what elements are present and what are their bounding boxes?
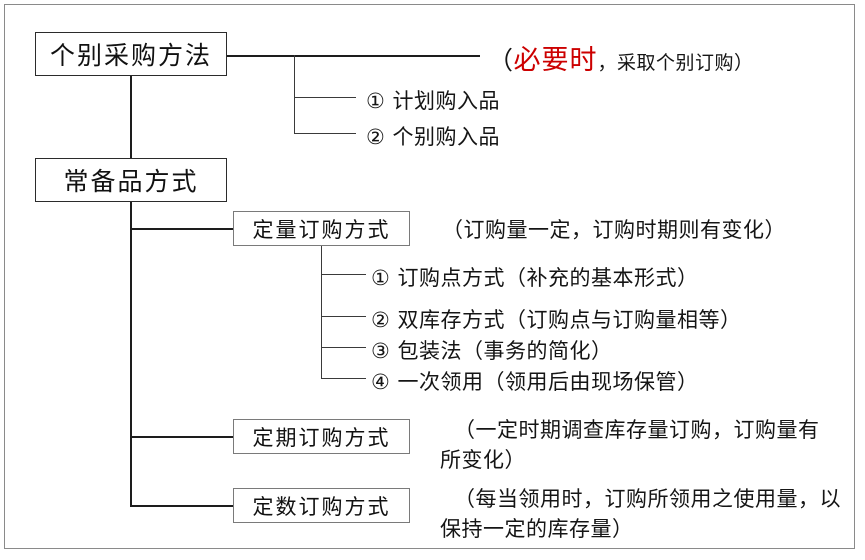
note-red-emphasis: 必要时 — [513, 45, 598, 76]
node-stock-item-method[interactable]: 常备品方式 — [35, 158, 227, 202]
node-fixed-number-ordering[interactable]: 定数订购方式 — [233, 488, 410, 523]
connector-root-trunk-upper — [130, 76, 132, 158]
connector-individual-item-1 — [294, 97, 356, 99]
connector-individual-items-trunk — [294, 55, 296, 134]
note-remainder: ，采取个别订购） — [597, 52, 754, 74]
node-fixed-period-ordering[interactable]: 定期订购方式 — [233, 419, 410, 454]
node-individual-purchase[interactable]: 个别采购方法 — [35, 32, 227, 76]
connector-fixed-quantity-item-1 — [321, 274, 366, 276]
note-fixed-quantity: （订购量一定，订购时期则有变化） — [442, 218, 786, 242]
connector-individual-to-note — [227, 55, 480, 57]
list-item-fixed-quantity-4: ④ 一次领用（领用后由现场保管） — [371, 370, 699, 394]
connector-individual-item-2 — [294, 133, 356, 135]
note-open-paren: （ — [488, 46, 514, 75]
connector-fixed-quantity-item-4 — [321, 378, 366, 380]
list-item-fixed-quantity-3: ③ 包装法（事务的简化） — [371, 339, 613, 363]
connector-root-trunk-lower — [130, 202, 132, 506]
note-fixed-number: （每当领用时，订购所领用之使用量，以保持一定的库存量） — [440, 487, 841, 541]
connector-fixed-quantity-item-2 — [321, 316, 366, 318]
list-item-fixed-quantity-2: ② 双库存方式（订购点与订购量相等） — [371, 308, 742, 332]
note-individual-purchase: （必要时，采取个别订购） — [488, 38, 754, 77]
connector-to-fixed-period — [130, 436, 234, 438]
note-fixed-period: （一定时期调查库存量订购，订购量有所变化） — [440, 418, 820, 472]
connector-fixed-quantity-item-3 — [321, 347, 366, 349]
list-item-individual-1: ① 计划购入品 — [366, 89, 501, 113]
connector-to-fixed-quantity — [130, 228, 234, 230]
connector-to-fixed-number — [130, 505, 234, 507]
list-item-fixed-quantity-1: ① 订购点方式（补充的基本形式） — [371, 266, 699, 290]
node-fixed-quantity-ordering[interactable]: 定量订购方式 — [233, 211, 410, 246]
list-item-individual-2: ② 个别购入品 — [366, 125, 501, 149]
connector-fixed-quantity-items-trunk — [321, 246, 323, 379]
outer-frame-border — [4, 4, 855, 549]
